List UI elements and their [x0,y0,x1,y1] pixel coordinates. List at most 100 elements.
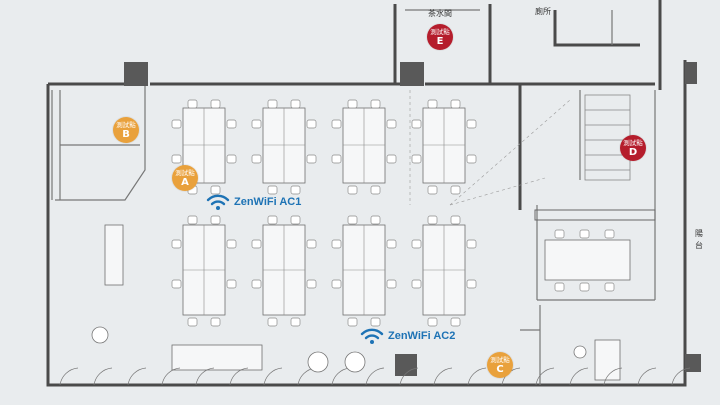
window-arc [467,367,487,386]
window-arc [93,367,113,386]
chair [210,185,221,195]
chair [171,154,182,164]
test-point-d[interactable]: 測試點 D [620,135,646,161]
chair [251,239,262,249]
chair [187,215,198,225]
window-arc [535,367,555,386]
chair [466,154,477,164]
chair [411,119,422,129]
interior-walls [51,9,656,385]
window-arc [229,367,249,386]
router-name: ZenWiFi AC1 [234,196,302,208]
chair [427,215,438,225]
chair [306,279,317,289]
window-arc [195,367,215,386]
chair [267,185,278,195]
chair [171,119,182,129]
test-point-letter: B [122,128,130,140]
chair [331,239,342,249]
chair [210,215,221,225]
chair [411,279,422,289]
chair [604,229,615,239]
columns [124,62,701,376]
chair [187,317,198,327]
sightlines [409,90,571,206]
window-arc [399,367,419,386]
chair [427,317,438,327]
chair [226,279,237,289]
chair [347,99,358,109]
chair [226,154,237,164]
window-arc [161,367,181,386]
test-point-letter: C [496,363,504,375]
chair [466,239,477,249]
router-ac2[interactable]: ZenWiFi AC2 [360,327,455,345]
test-point-b[interactable]: 測試點 B [113,117,139,143]
chair [427,185,438,195]
chair [290,99,301,109]
chair [386,239,397,249]
chair [251,154,262,164]
chair [187,99,198,109]
chair [370,185,381,195]
chair [306,154,317,164]
chair [306,119,317,129]
test-point-text: 測試點 [623,139,643,147]
chair [306,239,317,249]
chair [466,119,477,129]
pantry-label: 茶水間 [428,9,452,18]
test-point-letter: A [181,176,189,188]
test-point-c[interactable]: 測試點 C [487,352,513,378]
chair [226,119,237,129]
window-arc [603,367,623,386]
test-point-e[interactable]: 測試點 E [427,24,453,50]
chair [411,239,422,249]
test-point-text: 測試點 [175,169,195,177]
chair [251,279,262,289]
window-arc [433,367,453,386]
restroom-label: 廁所 [535,7,551,16]
chair [347,317,358,327]
test-point-letter: D [628,146,638,158]
window-arc [569,367,589,386]
desk-dividers [183,108,465,315]
window-arc [263,367,283,386]
chair [386,279,397,289]
chair [554,229,565,239]
chair [347,215,358,225]
walls [46,0,687,387]
chair [386,154,397,164]
chair [251,119,262,129]
chair [604,282,615,292]
chair [579,229,590,239]
chair [450,185,461,195]
test-point-text: 測試點 [430,28,450,36]
window-arc [127,367,147,386]
chair [370,317,381,327]
chair [171,279,182,289]
chair [290,215,301,225]
test-point-letter: E [436,35,444,47]
chair [347,185,358,195]
chair [331,119,342,129]
test-point-text: 測試點 [116,121,136,129]
chair [554,282,565,292]
chair [411,154,422,164]
chair [331,154,342,164]
chairs [171,99,615,327]
router-ac1[interactable]: ZenWiFi AC1 [206,193,301,211]
round-tables [91,326,587,373]
chair [290,185,301,195]
chair [331,279,342,289]
chair [171,239,182,249]
chair [450,99,461,109]
chair [226,239,237,249]
window-arcs [59,367,691,386]
test-point-a[interactable]: 測試點 A [172,165,198,191]
chair [386,119,397,129]
wifi-icon [206,194,230,210]
chair [210,317,221,327]
chair [370,99,381,109]
chair [290,317,301,327]
window-arc [637,367,657,386]
